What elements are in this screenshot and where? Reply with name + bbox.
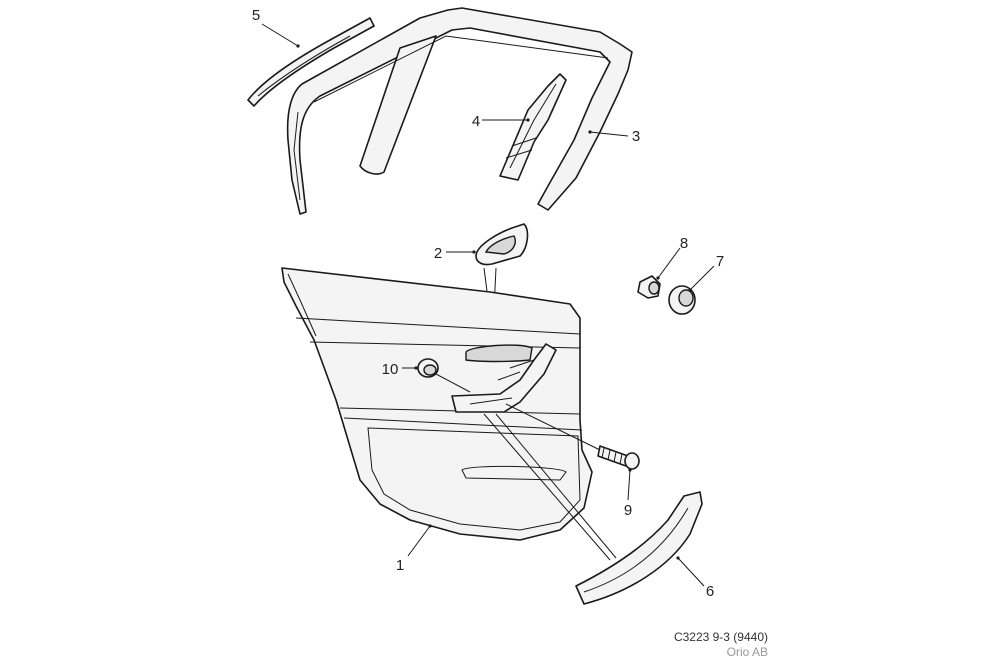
callout-6: 6 — [706, 583, 714, 600]
callout-5: 5 — [252, 7, 260, 24]
part-10-clip — [417, 358, 471, 393]
drawing-reference-code: C3223 9-3 (9440) — [673, 630, 768, 644]
callout-labels: 5 3 4 2 8 7 10 9 1 6 — [252, 7, 724, 600]
company-name: Orio AB — [726, 645, 768, 659]
callout-8: 8 — [680, 235, 688, 252]
part-3-window-frame — [286, 7, 633, 215]
callout-4: 4 — [472, 113, 480, 130]
part-6-armrest-cover — [575, 491, 703, 605]
part-1-door-panel — [281, 267, 593, 541]
callout-9: 9 — [624, 502, 632, 519]
callout-10: 10 — [382, 361, 399, 378]
part-8-clip — [637, 275, 661, 299]
assembly-leaders — [483, 403, 617, 561]
callout-3: 3 — [632, 128, 640, 145]
part-9-screw — [597, 445, 640, 470]
part-7-plug — [668, 285, 696, 315]
part-4-trim-strip — [499, 73, 567, 181]
part-5-upper-moulding — [247, 17, 375, 107]
callout-leaders — [261, 23, 715, 587]
callout-7: 7 — [716, 253, 724, 270]
callout-2: 2 — [434, 245, 442, 262]
callout-1: 1 — [396, 557, 404, 574]
